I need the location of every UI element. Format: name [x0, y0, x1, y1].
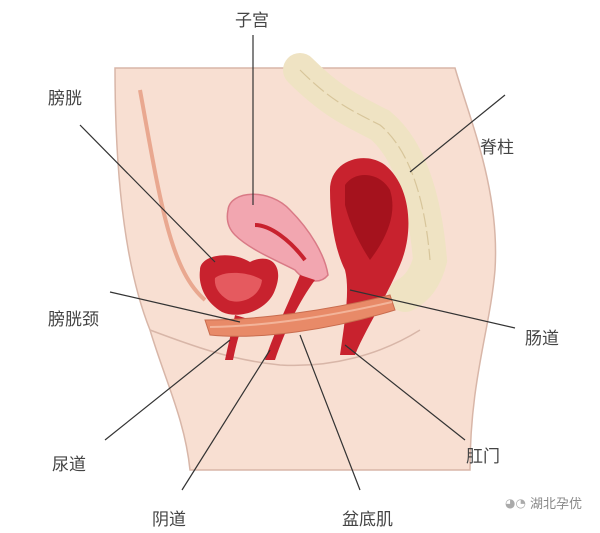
leader-lines	[79, 35, 516, 491]
label-urethra: 尿道	[52, 455, 86, 475]
leader-urethra	[104, 339, 231, 441]
label-spine: 脊柱	[480, 138, 514, 158]
leader-bladder	[79, 124, 216, 263]
spine	[283, 53, 448, 312]
label-bladder: 膀胱	[48, 89, 82, 109]
leader-pelvic-floor	[299, 334, 361, 491]
leader-intestine	[349, 289, 516, 329]
watermark-text: 湖北孕优	[529, 497, 582, 512]
pelvic-floor-muscle	[204, 294, 396, 337]
leader-anus	[344, 344, 466, 441]
label-vagina: 阴道	[152, 510, 186, 530]
leader-vagina	[181, 349, 271, 491]
leader-bladder-neck	[109, 291, 241, 323]
watermark: ◕◔ 湖北孕优	[505, 493, 582, 513]
label-anus: 肛门	[466, 447, 500, 467]
bladder	[199, 255, 279, 315]
uterus	[226, 193, 329, 282]
wechat-icon: ◕◔	[505, 495, 526, 510]
label-bladder-neck: 膀胱颈	[48, 310, 99, 330]
label-pelvic-floor: 盆底肌	[342, 510, 393, 530]
label-intestine: 肠道	[525, 329, 559, 349]
leader-spine	[409, 94, 506, 173]
label-uterus: 子宫	[235, 11, 269, 31]
